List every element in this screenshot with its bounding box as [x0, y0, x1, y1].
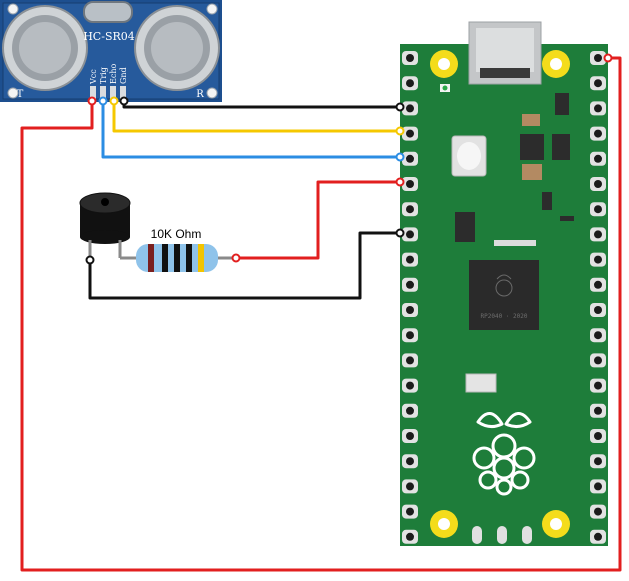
raspberry-pi-chip-logo-icon	[495, 274, 513, 297]
wire-trig-blue	[101, 99, 402, 159]
wire-endpoints	[85, 53, 613, 265]
right-header-hole	[594, 356, 602, 365]
sensor-model-label: HC-SR04	[83, 30, 135, 43]
right-header-hole	[594, 331, 602, 340]
sensor-r-label: R	[196, 89, 204, 100]
left-header-hole	[406, 54, 414, 62]
pin-label-gnd: Gnd	[119, 67, 128, 84]
left-header-hole	[406, 356, 414, 365]
right-header-hole	[594, 482, 602, 491]
right-header-hole	[594, 532, 602, 541]
resistor-icon	[120, 244, 236, 272]
right-header-pins	[590, 51, 606, 544]
right-header-hole	[594, 104, 602, 113]
left-header-hole	[406, 381, 414, 390]
right-header-hole	[594, 230, 602, 239]
left-header-hole	[406, 154, 414, 163]
pin-label-trig: Trig	[99, 67, 108, 84]
right-header-hole	[594, 154, 602, 163]
pin-label-vcc: Vcc	[89, 69, 98, 85]
wire-echo-yellow	[112, 99, 402, 133]
left-header-hole	[406, 306, 414, 314]
right-header-hole	[594, 205, 602, 214]
right-header-hole	[594, 381, 602, 390]
right-header-hole	[594, 507, 602, 516]
right-header-hole	[594, 79, 602, 88]
left-header-hole	[406, 104, 414, 113]
wire-buzzer-black	[88, 231, 402, 300]
wire-resistor-red	[234, 180, 402, 260]
raspberry-pi-logo-icon	[472, 412, 536, 496]
ultrasonic-sensor-icon	[0, 0, 222, 102]
left-header-hole	[406, 255, 414, 264]
resistor-label: 10K Ohm	[151, 227, 202, 241]
left-header-pins	[402, 51, 418, 544]
pin-label-echo: Echo	[109, 64, 118, 84]
raspberry-pi-pico-icon	[400, 21, 608, 546]
right-header-hole	[594, 180, 602, 188]
left-header-hole	[406, 457, 414, 466]
right-header-hole	[594, 432, 602, 440]
left-header-hole	[406, 432, 414, 440]
sensor-t-label: T	[17, 89, 24, 100]
wire-vcc-red	[20, 56, 622, 572]
left-header-hole	[406, 482, 414, 491]
right-header-hole	[594, 457, 602, 466]
left-header-hole	[406, 280, 414, 289]
right-header-hole	[594, 129, 602, 138]
left-header-hole	[406, 180, 414, 188]
right-header-hole	[594, 280, 602, 289]
left-header-hole	[406, 507, 414, 516]
left-header-hole	[406, 532, 414, 541]
right-header-hole	[594, 306, 602, 314]
buzzer-icon	[79, 192, 131, 262]
left-header-hole	[406, 331, 414, 340]
left-header-hole	[406, 79, 414, 88]
right-header-hole	[594, 54, 602, 62]
chip-marking: RP2040 · 2020	[481, 313, 528, 320]
left-header-hole	[406, 129, 414, 138]
left-header-hole	[406, 230, 414, 239]
right-header-hole	[594, 406, 602, 415]
right-header-hole	[594, 255, 602, 264]
left-header-hole	[406, 406, 414, 415]
left-header-hole	[406, 205, 414, 214]
